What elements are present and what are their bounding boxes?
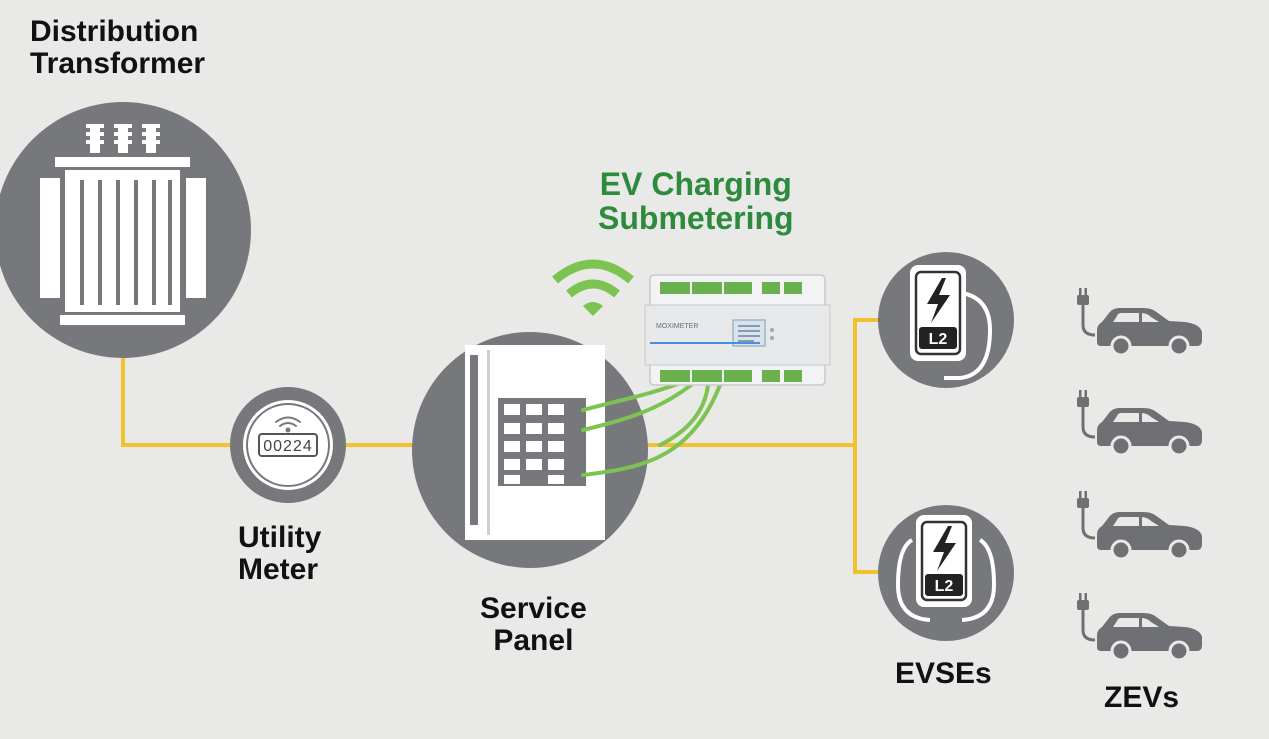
lightning-icon [933,526,956,571]
plug-icon [1077,593,1089,610]
submetering-label: EV Charging Submetering [598,166,794,236]
car-icon [1095,611,1204,662]
transformer-node [0,102,251,358]
meter-display-reading: 00224 [263,438,313,455]
car-icon [1095,306,1204,357]
evse-bus-wire [853,318,882,574]
evse-badge-label: L2 [929,331,948,348]
wifi-icon [552,259,634,316]
transformer-icon [40,124,206,325]
zev-car [1077,288,1204,357]
zev-car [1077,593,1204,662]
evses-label: EVSEs [895,657,992,690]
evse-badge-label: L2 [935,578,954,595]
transformer-label: Distribution Transformer [30,15,206,80]
zev-car [1077,390,1204,457]
submeter-wires [581,378,722,477]
utility-meter-node: 00224 [230,387,346,503]
plug-icon [1077,390,1089,407]
car-icon [1095,406,1204,457]
submeter-device: MOXIMETER [644,274,831,386]
transformer-to-meter-wire [121,350,235,447]
zevs-label: ZEVs [1104,681,1180,714]
evse-node: L2 [878,252,1014,388]
car-icon [1095,510,1204,561]
plug-icon [1077,491,1089,508]
lightning-icon [927,278,950,323]
meter-display [258,433,318,457]
evse-node: L2 [878,505,1014,641]
device-brand: MOXIMETER [656,323,698,330]
service-panel-label: Service Panel [480,592,587,657]
zev-car [1077,491,1204,561]
service-panel-node [412,332,648,568]
wireless-icon [275,416,301,433]
breakers [504,404,564,484]
plug-icon [1077,288,1089,305]
utility-meter-label: Utility Meter [238,521,322,586]
